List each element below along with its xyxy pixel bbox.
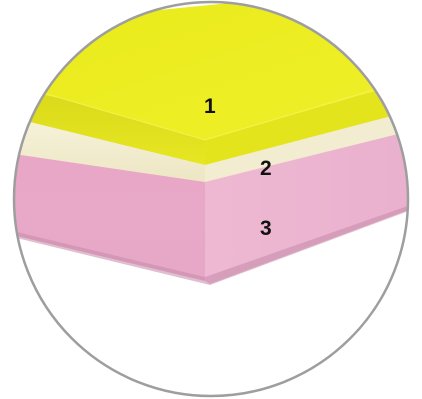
foam-layers-illustration bbox=[0, 0, 422, 399]
